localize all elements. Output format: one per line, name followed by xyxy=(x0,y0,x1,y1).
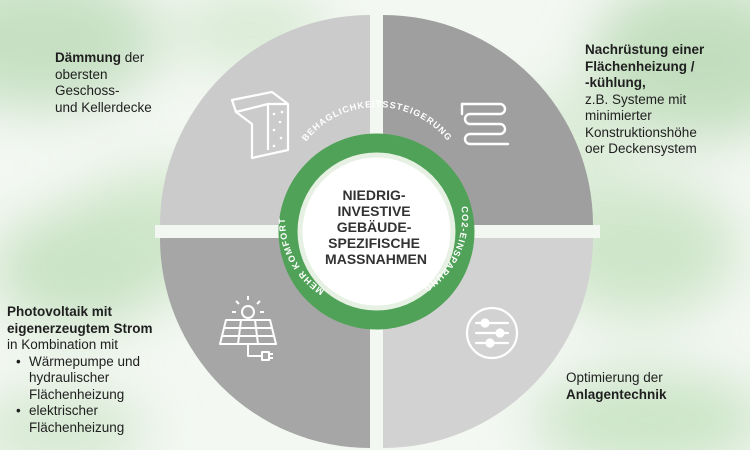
solar-panel-plug-icon xyxy=(219,296,277,361)
center-circle xyxy=(302,157,451,306)
insulation-layer-icon xyxy=(230,90,290,160)
list-item: elektrischer Flächenheizung xyxy=(16,403,192,436)
photovoltaics-list: Wärmepumpe und hydraulischer Flächenheiz… xyxy=(7,354,192,437)
label-system-optimization: Optimierung der Anlagentechnik xyxy=(566,370,667,402)
label-photovoltaics: Photovoltaik mit eigenerzeugtem Strom in… xyxy=(7,304,192,436)
label-surface-heating: Nachrüstung einer Flächenheizung / -kühl… xyxy=(585,42,705,156)
label-insulation: Dämmung der obersten Geschoss- und Kelle… xyxy=(55,50,152,115)
floor-heating-pipe-icon xyxy=(460,102,510,146)
list-item: Wärmepumpe und hydraulischer Flächenheiz… xyxy=(16,354,192,404)
center-title: NIEDRIG- INVESTIVE GEBÄUDE- SPEZIFISCHE … xyxy=(325,187,427,267)
control-sliders-icon xyxy=(465,306,519,360)
